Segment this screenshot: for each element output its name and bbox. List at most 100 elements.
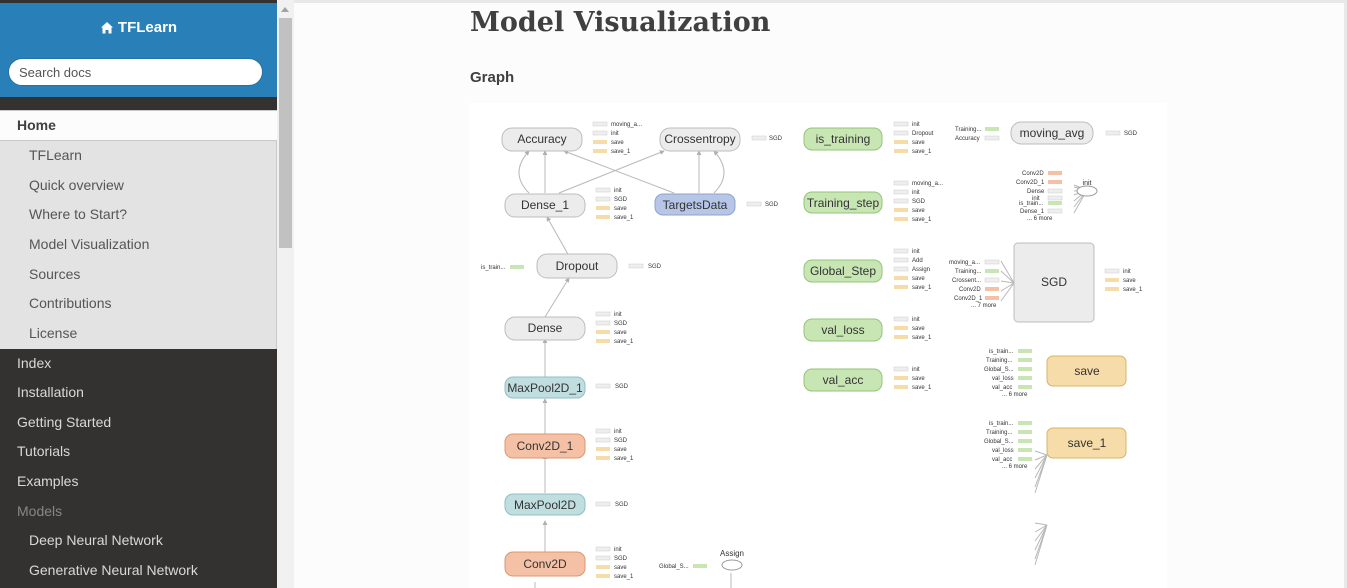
project-name: TFLearn — [117, 19, 178, 36]
port-label: SGD — [614, 438, 628, 444]
node-maxpool2d-1: MaxPool2D_1 — [507, 381, 583, 395]
port-label: SGD — [765, 202, 779, 208]
port-label: val_loss — [992, 376, 1014, 382]
search-input[interactable] — [8, 58, 263, 86]
port-label: Training... — [955, 127, 982, 133]
port-label: is_train... — [1019, 201, 1044, 207]
port-label: init — [614, 547, 622, 553]
port-label: init — [611, 131, 619, 137]
port-label: save — [912, 326, 925, 332]
nav-item-tutorials[interactable]: Tutorials — [17, 443, 71, 459]
port-label: save — [1123, 278, 1136, 284]
nav-item-index[interactable]: Index — [17, 355, 52, 371]
nav-subitem-quick-overview[interactable]: Quick overview — [29, 177, 124, 193]
port-label: Assign — [912, 267, 930, 273]
nav-subitem-license[interactable]: License — [29, 325, 78, 341]
nav-item-generative-neural-network[interactable]: Generative Neural Network — [29, 562, 198, 578]
current-section: Home TFLearn Quick overview Where to Sta… — [0, 110, 277, 349]
port-label: Dense — [1027, 189, 1045, 195]
port-label: Dropout — [912, 131, 934, 137]
port-label: moving_a... — [949, 260, 980, 266]
page-right-edge — [1344, 3, 1347, 588]
nav-subitem-where-to-start[interactable]: Where to Start? — [29, 206, 128, 222]
nav-item-examples[interactable]: Examples — [17, 473, 79, 489]
port-label: save — [614, 330, 627, 336]
node-moving-avg: moving_avg — [1020, 126, 1085, 140]
port-label: save_1 — [614, 456, 634, 462]
port-label: val_acc — [992, 385, 1012, 391]
project-home-link[interactable]: TFLearn — [0, 19, 277, 36]
scroll-up-arrow-icon[interactable] — [281, 7, 289, 12]
port-label: Global_S... — [659, 564, 689, 570]
port-label: init — [912, 249, 920, 255]
port-label: init — [1123, 269, 1131, 275]
port-label: is_train... — [989, 349, 1014, 355]
node-dense-1: Dense_1 — [521, 198, 569, 212]
port-label: save_1 — [614, 339, 634, 345]
port-label: Conv2D — [1022, 171, 1044, 177]
node-global-step: Global_Step — [810, 264, 876, 278]
port-label: SGD — [614, 197, 628, 203]
nav-divider — [0, 97, 277, 109]
port-label: save — [912, 140, 925, 146]
port-label: init — [912, 317, 920, 323]
nav-subitem-contributions[interactable]: Contributions — [29, 295, 112, 311]
port-label: SGD — [614, 556, 628, 562]
port-label: Add — [912, 258, 923, 264]
port-label: save — [614, 447, 627, 453]
port-label: val_acc — [992, 457, 1012, 463]
nav-subitem-sources[interactable]: Sources — [29, 266, 81, 282]
port-label: save — [912, 276, 925, 282]
node-conv2d-1: Conv2D_1 — [517, 439, 574, 453]
port-label: is_train... — [481, 265, 506, 271]
port-label: is_train... — [989, 421, 1014, 427]
port-label: init — [912, 122, 920, 128]
home-icon — [100, 21, 113, 33]
port-label: save_1 — [611, 149, 631, 155]
port-label: SGD — [615, 502, 629, 508]
port-label: save_1 — [912, 335, 932, 341]
page-title: Model Visualization — [470, 7, 771, 38]
port-label: save — [611, 140, 624, 146]
node-save-1: save_1 — [1068, 436, 1107, 450]
port-label: save_1 — [912, 217, 932, 223]
port-label: Training... — [955, 269, 982, 275]
sidebar-scrollbar[interactable] — [277, 0, 294, 588]
port-label: save — [614, 206, 627, 212]
port-label: SGD — [769, 136, 783, 142]
port-label: SGD — [912, 199, 926, 205]
nav-item-getting-started[interactable]: Getting Started — [17, 414, 112, 430]
port-label: init — [912, 367, 920, 373]
port-label: init — [614, 188, 622, 194]
port-label: SGD — [614, 321, 628, 327]
scrollbar-thumb[interactable] — [279, 18, 292, 248]
port-label: save — [912, 376, 925, 382]
port-label: SGD — [648, 264, 662, 270]
node-save: save — [1074, 364, 1100, 378]
nav-subitem-tflearn[interactable]: TFLearn — [29, 147, 82, 163]
port-label: Conv2D_1 — [954, 296, 983, 302]
port-label: save_1 — [614, 215, 634, 221]
node-training-step: Training_step — [807, 196, 880, 210]
node-sgd: SGD — [1041, 275, 1067, 289]
port-label: init — [912, 190, 920, 196]
port-label: save_1 — [912, 149, 932, 155]
graph-image: Accuracy Crossentropy Dense_1 TargetsDat… — [469, 103, 1167, 588]
port-label: ... 6 more — [1002, 464, 1028, 470]
port-label: ... 7 more — [971, 303, 997, 309]
port-label: moving_a... — [611, 122, 642, 128]
nav-item-installation[interactable]: Installation — [17, 384, 84, 400]
node-val-acc: val_acc — [823, 373, 864, 387]
port-label: Dense_1 — [1020, 209, 1045, 215]
nav-subitem-model-visualization[interactable]: Model Visualization — [29, 236, 150, 252]
nav-item-home[interactable]: Home — [0, 110, 277, 141]
port-label: init — [614, 312, 622, 318]
node-dropout: Dropout — [556, 259, 599, 273]
sidebar-header: TFLearn — [0, 3, 277, 97]
nav-item-deep-neural-network[interactable]: Deep Neural Network — [29, 532, 163, 548]
node-is-training: is_training — [816, 132, 871, 146]
port-label: ... 6 more — [1002, 392, 1028, 398]
node-assign: Assign — [720, 549, 744, 558]
sidebar: TFLearn Home TFLearn Quick overview Wher… — [0, 0, 277, 588]
port-label: save_1 — [1123, 287, 1143, 293]
